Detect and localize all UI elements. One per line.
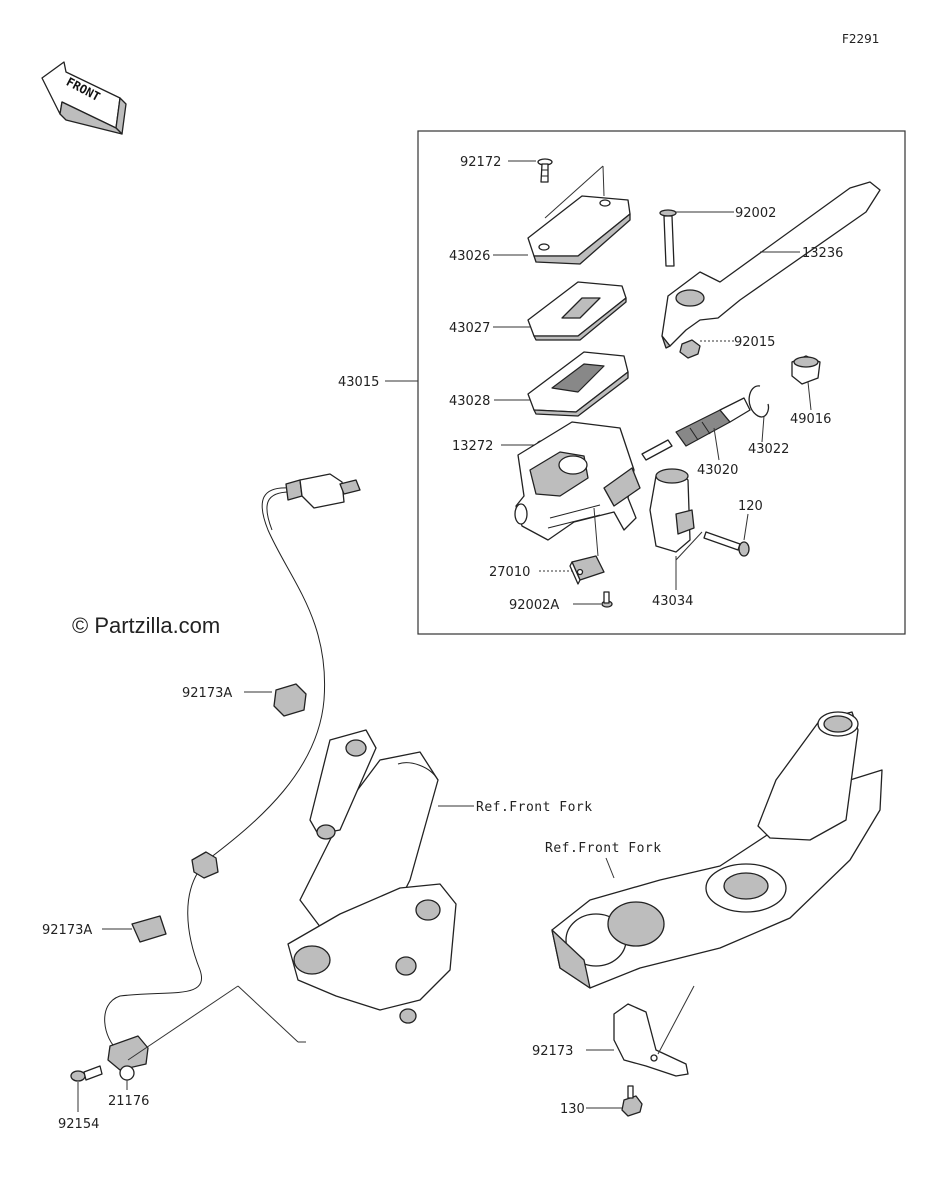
bolt-130 [621, 1085, 643, 1117]
front-fork-left [287, 729, 457, 1024]
bracket-92173 [613, 1003, 689, 1077]
nut-92015 [679, 339, 701, 359]
label-92172: 92172 [460, 155, 501, 170]
front-arrow-icon: FRONT [41, 61, 127, 135]
clamp-43034 [649, 468, 695, 553]
clip-92173A-upper [273, 683, 307, 717]
abs-sensor-harness [104, 473, 361, 1081]
label-92015: 92015 [734, 335, 775, 350]
label-120: 120 [738, 499, 763, 514]
assembly-box-43015 [417, 130, 906, 635]
diaphragm-plate-43027 [527, 281, 627, 341]
master-cylinder-body [514, 421, 641, 541]
watermark: © Partzilla.com [72, 613, 220, 638]
label-43028: 43028 [449, 394, 490, 409]
label-43026: 43026 [449, 249, 490, 264]
circlip-43022 [748, 385, 770, 418]
screw-92002A [601, 591, 613, 608]
label-43015: 43015 [338, 375, 379, 390]
label-ref-front-fork-1: Ref.Front Fork [476, 800, 593, 815]
pivot-bolt-92002 [659, 209, 677, 267]
boot-49016 [791, 355, 821, 385]
lower-triple-clamp [551, 711, 883, 989]
label-13236: 13236 [802, 246, 843, 261]
screw-92172 [537, 158, 553, 183]
lever-13236 [661, 181, 881, 349]
label-92173A-lower: 92173A [42, 923, 92, 938]
figure-id: F2291 [842, 32, 879, 46]
label-49016: 49016 [790, 412, 831, 427]
clamp-bolts-120 [703, 531, 750, 557]
diaphragm-43028 [527, 351, 629, 417]
label-13272: 13272 [452, 439, 493, 454]
label-43020: 43020 [697, 463, 738, 478]
label-43027: 43027 [449, 321, 490, 336]
label-92002: 92002 [735, 206, 776, 221]
label-92002A: 92002A [509, 598, 559, 613]
label-92154: 92154 [58, 1117, 99, 1132]
bolt-92154 [70, 1065, 103, 1082]
label-ref-front-fork-2: Ref.Front Fork [545, 841, 662, 856]
label-21176: 21176 [108, 1094, 149, 1109]
label-43034: 43034 [652, 594, 693, 609]
clip-92173A-lower [131, 915, 167, 943]
piston-43020 [641, 397, 751, 461]
reservoir-cap-43026 [527, 195, 631, 265]
label-43022: 43022 [748, 442, 789, 457]
label-27010: 27010 [489, 565, 530, 580]
switch-27010 [569, 555, 605, 585]
label-130: 130 [560, 1102, 585, 1117]
label-92173: 92173 [532, 1044, 573, 1059]
label-92173A-upper: 92173A [182, 686, 232, 701]
